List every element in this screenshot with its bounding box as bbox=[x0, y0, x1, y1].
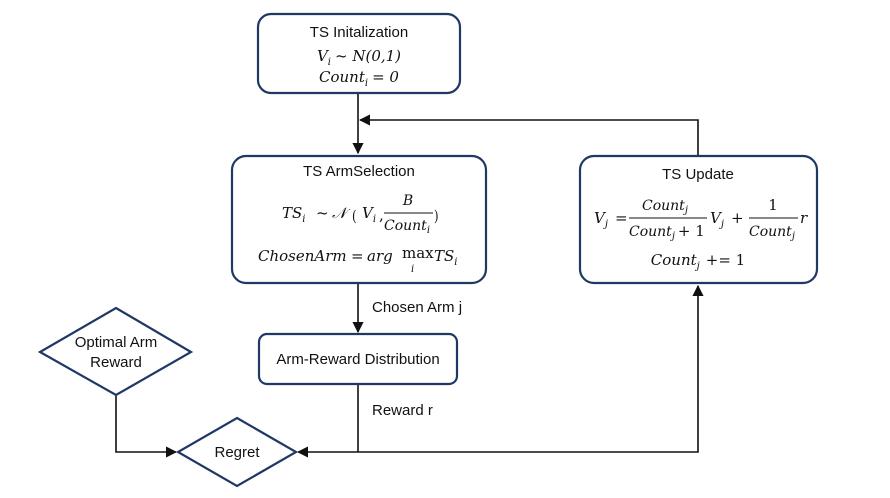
ts-init-title: TS Initalization bbox=[310, 24, 408, 41]
ts-init-box bbox=[256, 12, 462, 95]
optimal-reward-title-line-1: Optimal Arm bbox=[75, 334, 158, 351]
node-ts-update: TS Update Vj = Countj Countj+ 1 Vj + 1 C… bbox=[578, 154, 819, 285]
arm-reward-box bbox=[257, 332, 459, 386]
svg-text:ChosenArm: ChosenArm bbox=[258, 247, 347, 265]
svg-text:TSi: TSi bbox=[282, 204, 305, 225]
svg-text:max: max bbox=[402, 244, 434, 262]
ts-update-title: TS Update bbox=[662, 166, 734, 183]
arm-selection-equation-1: TSi ~ 𝒩 ( Vi , B Counti ) bbox=[282, 193, 439, 236]
svg-text:1: 1 bbox=[768, 196, 778, 214]
svg-text:Countj: Countj bbox=[642, 198, 688, 216]
svg-text:=: = bbox=[351, 247, 364, 265]
svg-text:,: , bbox=[379, 206, 384, 224]
svg-text:=: = bbox=[615, 209, 628, 227]
svg-text:+: + bbox=[731, 209, 744, 227]
ts-init-equation-2: Counti= 0 bbox=[319, 68, 399, 89]
svg-text:~: ~ bbox=[316, 204, 329, 222]
svg-text:B: B bbox=[402, 193, 413, 209]
svg-text:(: ( bbox=[352, 209, 357, 226]
svg-text:𝒩: 𝒩 bbox=[332, 204, 351, 222]
svg-text:Countj+ 1: Countj+ 1 bbox=[629, 222, 705, 242]
edge-optimal-to-regret bbox=[115, 395, 178, 458]
arm-selection-title: TS ArmSelection bbox=[303, 163, 415, 180]
svg-text:Vi: Vi bbox=[362, 204, 376, 225]
edge-label-chosen-arm: Chosen Arm j bbox=[372, 299, 462, 316]
regret-title: Regret bbox=[214, 444, 260, 461]
node-ts-initialization: TS Initalization Vi~ N(0,1) Counti= 0 bbox=[256, 12, 462, 95]
edge-reward-to-update bbox=[358, 284, 704, 453]
svg-text:Vj: Vj bbox=[710, 209, 724, 230]
arm-selection-box bbox=[230, 154, 488, 285]
node-regret: Regret bbox=[175, 416, 299, 488]
arm-selection-equation-2: ChosenArm = arg max i TSi bbox=[258, 244, 457, 275]
svg-text:TSi: TSi bbox=[434, 247, 457, 268]
optimal-reward-title-line-2: Reward bbox=[90, 354, 142, 371]
edge-update-loop-back bbox=[358, 114, 699, 156]
arm-reward-title: Arm-Reward Distribution bbox=[276, 351, 439, 368]
svg-text:): ) bbox=[434, 209, 439, 226]
svg-text:Countj: Countj bbox=[749, 224, 795, 242]
svg-text:Counti: Counti bbox=[384, 218, 430, 236]
ts-update-box bbox=[578, 154, 819, 285]
edge-label-reward: Reward r bbox=[372, 402, 433, 419]
svg-text:i: i bbox=[411, 264, 414, 275]
regret-diamond bbox=[175, 416, 299, 488]
svg-text:arg: arg bbox=[367, 247, 393, 265]
ts-update-equation-2: Countj+= 1 bbox=[651, 251, 745, 272]
optimal-reward-diamond bbox=[37, 306, 194, 397]
ts-update-equation-1: Vj = Countj Countj+ 1 Vj + 1 Countj r bbox=[594, 196, 808, 242]
svg-text:r: r bbox=[800, 209, 808, 227]
svg-text:Vj: Vj bbox=[594, 209, 608, 230]
ts-init-equation-1: Vi~ N(0,1) bbox=[317, 47, 401, 68]
node-optimal-arm-reward: Optimal Arm Reward bbox=[37, 306, 194, 397]
node-arm-reward-distribution: Arm-Reward Distribution bbox=[257, 332, 459, 386]
node-ts-armselection: TS ArmSelection TSi ~ 𝒩 ( Vi , B Counti … bbox=[230, 154, 488, 285]
